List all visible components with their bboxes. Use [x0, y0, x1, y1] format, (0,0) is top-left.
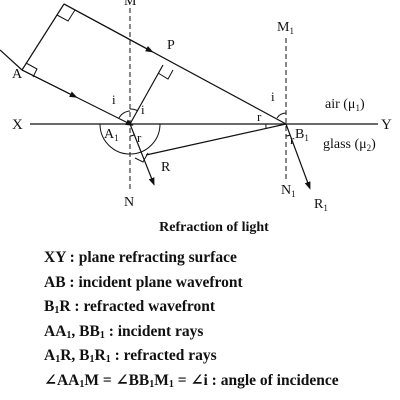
- label-a1: A1: [104, 127, 119, 143]
- legend-subscript: 1: [99, 329, 105, 341]
- legend-text: ∠AA: [44, 371, 80, 389]
- label-r: R: [161, 160, 171, 175]
- angle-arc-i-b1: [276, 112, 287, 119]
- legend-subscript: 1: [54, 305, 60, 317]
- legend-subscript: 1: [89, 354, 95, 366]
- legend-text: : incident rays: [104, 322, 204, 340]
- label-r1: R1: [314, 197, 328, 213]
- refracted-ray-b1r1: [285, 123, 311, 190]
- medium-label-glass: glass (μ2): [323, 137, 376, 153]
- legend-line: XY : plane refracting surface: [44, 246, 394, 271]
- angle-arc-i-a1: [118, 110, 131, 119]
- legend-subscript: 1: [55, 354, 61, 366]
- perpendicular-a1-p: [129, 64, 164, 125]
- label-a: A: [12, 67, 23, 82]
- legend-line: AB : incident plane wavefront: [44, 271, 394, 296]
- incident-ray-bottom-arrow: [21, 69, 78, 98]
- label-m-top: M: [124, 0, 137, 9]
- right-angle-mark-a: [25, 62, 38, 78]
- legend-text: XY : plane refracting surface: [44, 249, 237, 266]
- angle-arc-large-a1: [99, 123, 161, 155]
- refracted-wavefront-line: [145, 123, 287, 156]
- right-angle-mark-b: [56, 9, 76, 22]
- angle-label-i-p: i: [141, 102, 145, 117]
- angle-arc-r-a1: [129, 134, 135, 137]
- label-n: N: [124, 195, 134, 210]
- legend-text: AA: [44, 322, 67, 340]
- refracted-ray-a1r: [129, 123, 155, 186]
- legend-subscript: 1: [66, 329, 72, 341]
- legend-subscript: 1: [105, 354, 111, 366]
- angle-arc-r-b1: [285, 134, 291, 137]
- label-p: P: [167, 38, 175, 53]
- legend-text: B: [44, 298, 55, 316]
- angle-label-i-a1: i: [112, 92, 116, 107]
- legend-line: AA1, BB1 : incident rays: [44, 320, 394, 345]
- diagram-caption: Refraction of light: [159, 220, 269, 235]
- legend-line: B1R : refracted wavefront: [44, 295, 394, 320]
- incident-ray-top-arrow: [63, 3, 154, 53]
- legend-text: M: [154, 371, 169, 389]
- angle-label-r-wavefront: r: [257, 109, 262, 124]
- legend-text: M = ∠BB: [84, 371, 150, 389]
- incident-wavefront-line: [21, 3, 65, 71]
- label-m1: M1: [277, 20, 294, 36]
- incident-ray-extension: [0, 49, 23, 71]
- legend-text: = ∠i : angle of incidence: [173, 371, 339, 389]
- label-x: X: [12, 117, 23, 133]
- legend-line: ∠AA1M = ∠BB1M1 = ∠i : angle of incidence: [44, 369, 394, 394]
- legend-text: , BB: [71, 322, 100, 340]
- label-y: Y: [381, 117, 392, 133]
- right-angle-mark-p: [157, 69, 174, 80]
- legend-text: R: [94, 347, 106, 365]
- legend-subscript: 1: [168, 378, 174, 390]
- legend-text: R : refracted wavefront: [59, 298, 216, 316]
- legend-text: : refracted rays: [110, 347, 217, 365]
- legend-subscript: 1: [79, 378, 85, 390]
- legend-line: A1R, B1R1 : refracted rays: [44, 344, 394, 369]
- legend-subscript: 1: [149, 378, 155, 390]
- angle-label-r-a1: r: [137, 130, 142, 145]
- angle-label-r-b1: r: [290, 132, 295, 147]
- legend-text: A: [44, 347, 56, 365]
- angle-label-i-b1: i: [271, 89, 275, 104]
- right-angle-mark-r: [134, 152, 149, 163]
- label-b1: B1: [295, 127, 309, 143]
- legend-text: R, B: [60, 347, 90, 365]
- angle-arc-i-p: [129, 108, 139, 112]
- legend-text: AB : incident plane wavefront: [44, 273, 243, 291]
- label-n1: N1: [281, 183, 296, 199]
- medium-label-air: air (μ1): [325, 97, 365, 113]
